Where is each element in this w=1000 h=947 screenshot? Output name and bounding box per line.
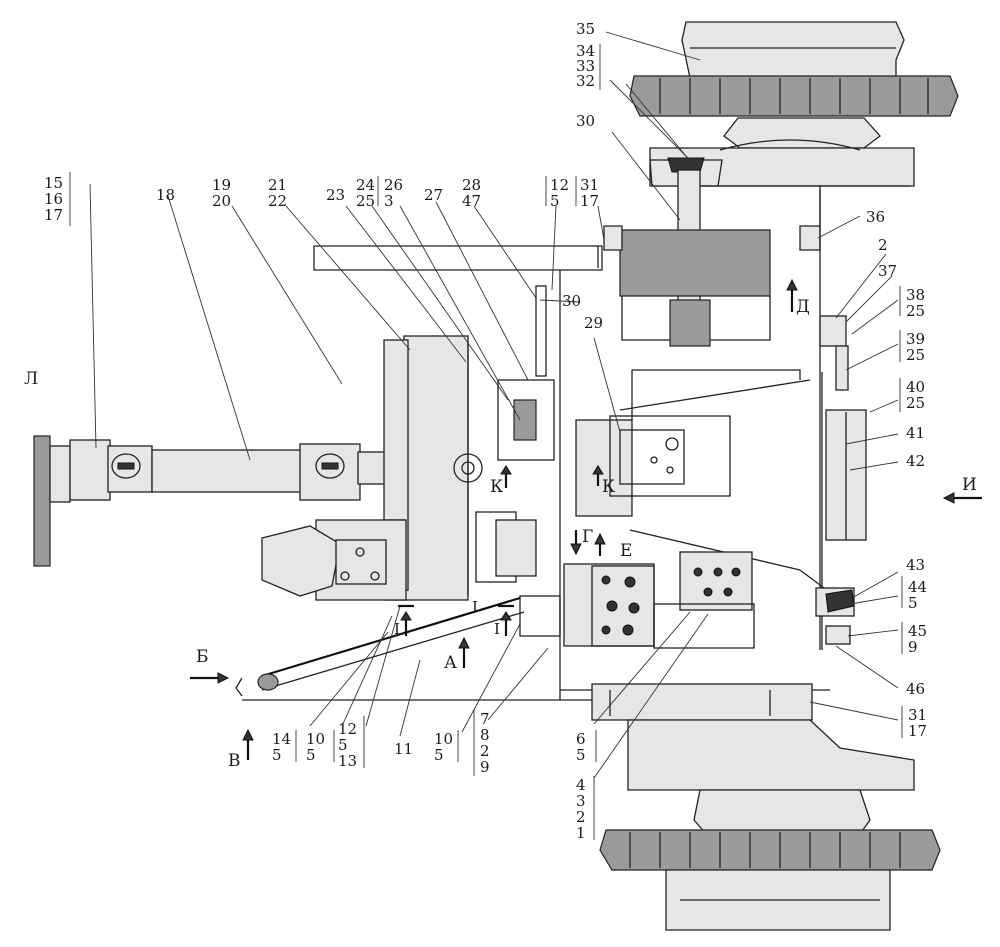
callout-44-stack: 44 5 — [908, 578, 932, 612]
link-rod — [235, 596, 525, 697]
view-marker-ye: Е — [620, 541, 632, 561]
svg-text:I: I — [394, 620, 400, 638]
callout-43: 43 — [906, 556, 925, 574]
svg-text:35: 35 — [576, 20, 595, 38]
callout-18: 18 — [156, 186, 175, 204]
right-rod-assembly — [815, 315, 867, 645]
callout-12-top-stack: 12 5 — [550, 176, 574, 210]
callout-37: 37 — [878, 262, 897, 280]
svg-text:18: 18 — [156, 186, 175, 204]
bottom-wheel — [599, 829, 941, 931]
callout-31-top-stack: 31 17 — [580, 176, 604, 210]
view-marker-d: Д — [796, 297, 810, 317]
svg-text:I: I — [472, 598, 478, 616]
leader-lines — [89, 31, 899, 779]
valve-blocks — [519, 415, 755, 649]
callout-2: 2 — [878, 236, 888, 254]
svg-text:Д: Д — [796, 297, 810, 317]
section-mark-i-right: I — [494, 620, 500, 638]
top-hub — [603, 157, 910, 650]
callout-40-stack: 40 25 — [906, 378, 930, 412]
callout-7-stack: 7 8 2 9 — [480, 710, 494, 776]
callout-labels: 35 34 33 32 30 15 16 17 18 19 20 21 22 2… — [44, 20, 932, 842]
callout-21-stack: 21 22 — [268, 176, 292, 210]
callout-14-stack: 14 5 — [272, 730, 296, 764]
callout-36: 36 — [866, 208, 885, 226]
callout-46: 46 — [906, 680, 925, 698]
svg-text:И: И — [962, 475, 977, 495]
callout-23: 23 — [326, 186, 345, 204]
svg-text:43: 43 — [906, 556, 925, 574]
callout-38-stack: 38 25 — [906, 286, 930, 320]
svg-text:Л: Л — [24, 369, 38, 389]
svg-text:27: 27 — [424, 186, 443, 204]
callout-12-bottom-stack: 12 5 13 — [338, 720, 362, 770]
callout-39-stack: 39 25 — [906, 330, 930, 364]
svg-text:I: I — [494, 620, 500, 638]
callout-26-stack: 26 3 — [384, 176, 408, 210]
view-marker-k-right: К — [602, 477, 615, 497]
view-letters: Д И Б В А Г Е К К I I I Л — [24, 297, 977, 771]
svg-text:36: 36 — [866, 208, 885, 226]
transfer-gearbox — [261, 285, 555, 601]
view-marker-l: Л — [24, 369, 38, 389]
callout-30-mid: 30 — [562, 292, 581, 310]
svg-text:41: 41 — [906, 424, 925, 442]
callout-6-stack: 6 5 — [576, 730, 590, 764]
drive-shaft — [33, 435, 407, 567]
view-marker-v: В — [228, 751, 241, 771]
svg-text:Е: Е — [620, 541, 632, 561]
callout-28-stack: 28 47 — [462, 176, 486, 210]
svg-text:Г: Г — [582, 527, 593, 547]
view-marker-b: Б — [196, 647, 209, 667]
svg-text:2: 2 — [878, 236, 888, 254]
svg-text:Б: Б — [196, 647, 209, 667]
svg-text:30: 30 — [576, 112, 595, 130]
callout-4-stack: 4 3 2 1 — [576, 776, 590, 842]
svg-text:А: А — [444, 653, 457, 673]
svg-text:К: К — [602, 477, 615, 497]
view-arrows — [190, 278, 982, 760]
callout-34-stack: 34 33 32 — [576, 42, 600, 90]
view-marker-a: А — [444, 653, 457, 673]
view-marker-k-left: К — [490, 477, 503, 497]
view-marker-g: Г — [582, 527, 593, 547]
callout-29: 29 — [584, 314, 603, 332]
callout-24-stack: 24 25 — [356, 176, 380, 210]
svg-text:29: 29 — [584, 314, 603, 332]
svg-text:46: 46 — [906, 680, 925, 698]
callout-15-stack: 15 16 17 — [44, 174, 68, 224]
callout-41: 41 — [906, 424, 925, 442]
callout-11-bottom: 11 — [394, 740, 413, 758]
svg-text:42: 42 — [906, 452, 925, 470]
callout-19-stack: 19 20 — [212, 176, 236, 210]
callout-27: 27 — [424, 186, 443, 204]
bottom-hub — [591, 683, 915, 835]
svg-text:11: 11 — [394, 740, 413, 758]
callout-31-bottom-stack: 31 17 — [908, 706, 932, 740]
callout-45-stack: 45 9 — [908, 622, 932, 656]
callout-42: 42 — [906, 452, 925, 470]
svg-text:30: 30 — [562, 292, 581, 310]
view-marker-i: И — [962, 475, 977, 495]
callout-10-right-stack: 10 5 — [434, 730, 458, 764]
svg-text:В: В — [228, 751, 241, 771]
callout-35: 35 — [576, 20, 595, 38]
callout-30-top: 30 — [576, 112, 595, 130]
svg-text:37: 37 — [878, 262, 897, 280]
svg-text:К: К — [490, 477, 503, 497]
section-mark-i-mid: I — [472, 598, 478, 616]
section-mark-i-left: I — [394, 620, 400, 638]
callout-10-left-stack: 10 5 — [306, 730, 330, 764]
svg-text:23: 23 — [326, 186, 345, 204]
